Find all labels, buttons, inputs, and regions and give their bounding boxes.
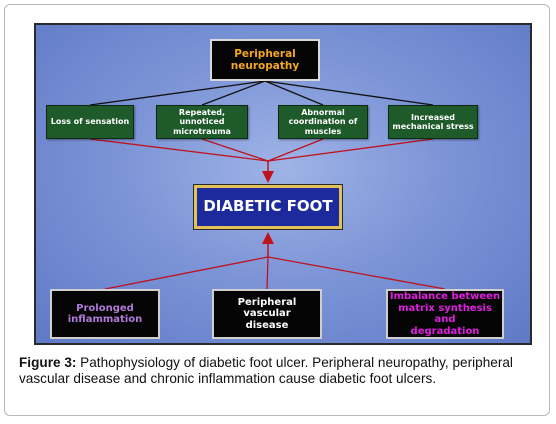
arrow-cause-2 xyxy=(201,138,269,162)
connector-top-to-cause-2 xyxy=(201,80,266,106)
figure-caption: Figure 3: Pathophysiology of diabetic fo… xyxy=(19,355,545,387)
caption-text: Pathophysiology of diabetic foot ulcer. … xyxy=(19,355,513,386)
caption-label: Figure 3: xyxy=(19,355,77,370)
arrow-cause-4 xyxy=(267,138,434,162)
node-matrix-imbalance: Imbalance between matrix synthesis and d… xyxy=(386,289,504,339)
node-abnormal-coordination: Abnormal coordination of muscles xyxy=(278,105,368,139)
arrow-cause-1 xyxy=(89,138,269,162)
diagram-panel: Peripheral neuropathy Loss of sensation … xyxy=(34,23,532,345)
node-repeated-microtrauma: Repeated, unnoticed microtrauma xyxy=(156,105,248,139)
figure-frame: Peripheral neuropathy Loss of sensation … xyxy=(4,4,550,416)
node-loss-of-sensation: Loss of sensation xyxy=(46,105,134,139)
node-peripheral-neuropathy: Peripheral neuropathy xyxy=(210,39,320,81)
arrow-bottom-3 xyxy=(267,256,446,290)
connector-layer xyxy=(89,80,446,290)
node-prolonged-inflammation: Prolonged inflammation xyxy=(50,289,160,339)
arrow-bottom-1 xyxy=(104,256,269,290)
node-mechanical-stress: Increased mechanical stress xyxy=(388,105,478,139)
node-peripheral-vascular-disease: Peripheral vascular disease xyxy=(212,289,322,339)
connector-top-to-cause-4 xyxy=(264,80,434,106)
arrow-cause-3 xyxy=(267,138,324,162)
connector-top-to-cause-3 xyxy=(264,80,324,106)
arrow-bottom-2 xyxy=(266,256,269,290)
node-diabetic-foot: DIABETIC FOOT xyxy=(194,185,342,229)
connector-top-to-cause-1 xyxy=(89,80,266,106)
